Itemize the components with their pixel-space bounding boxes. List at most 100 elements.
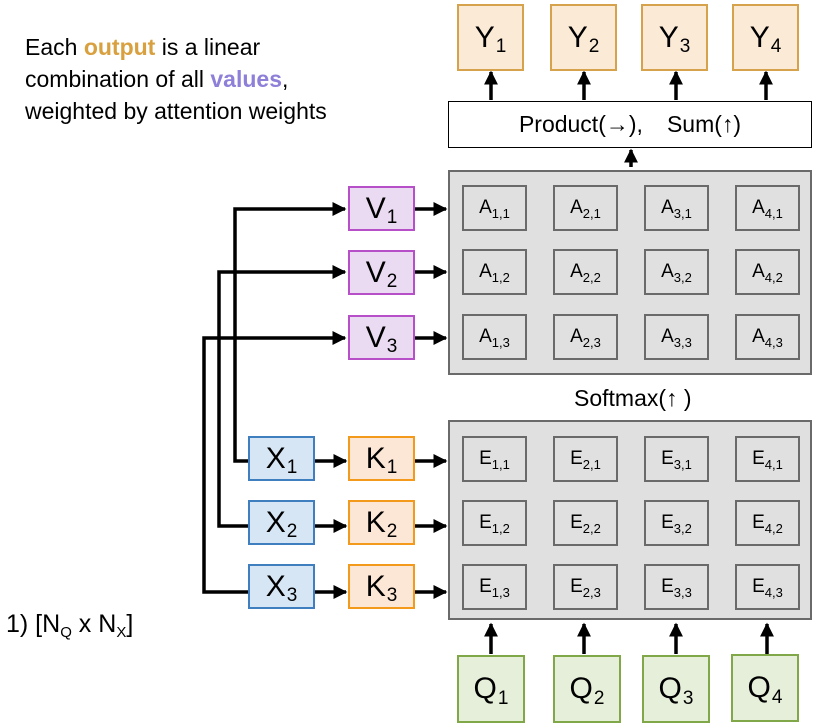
cell-symbol: E (479, 512, 492, 533)
cell-symbol: A (479, 326, 492, 347)
box-subscript: 3 (286, 585, 298, 606)
cell-symbol: A (752, 197, 765, 218)
caption-text-part: , (282, 66, 289, 92)
box-subscript: 1 (386, 207, 398, 228)
box-symbol: Q (658, 672, 682, 705)
cell-subscript: 1,2 (491, 520, 510, 536)
cell-symbol: E (752, 512, 765, 533)
wire-x1-to-v1 (233, 202, 347, 463)
cell-subscript: 1,2 (491, 269, 510, 285)
cell-symbol: A (479, 197, 492, 218)
caption-text: Each output is a linear combination of a… (25, 31, 327, 127)
cell-subscript: 1,3 (491, 334, 510, 350)
cell-symbol: A (570, 197, 583, 218)
box-subscript: 3 (679, 36, 691, 57)
highlight-values: values (210, 66, 282, 92)
box-subscript: 2 (386, 521, 398, 542)
box-symbol: Q (473, 672, 497, 705)
box-symbol: Q (747, 671, 771, 704)
box-symbol: X (265, 505, 286, 539)
cell-symbol: A (570, 326, 583, 347)
cell-subscript: 3,2 (673, 269, 692, 285)
box-subscript: 1 (495, 36, 507, 57)
cell-symbol: E (479, 448, 492, 469)
box-symbol: Y (749, 20, 770, 54)
cell-symbol: E (661, 512, 674, 533)
product-close: ), (628, 111, 643, 137)
shape-label: 1) [NQ x NX] (6, 609, 133, 648)
cell-symbol: A (752, 326, 765, 347)
softmax-text: Softmax( (574, 385, 667, 411)
cell-symbol: A (661, 197, 674, 218)
cell-subscript: 3,3 (673, 584, 692, 600)
box-symbol: V (365, 320, 386, 354)
shape-label-sub: X (116, 624, 127, 641)
shape-label-part: x N (71, 610, 117, 638)
box-subscript: 4 (770, 36, 782, 57)
box-subscript: 2 (286, 521, 298, 542)
cell-symbol: A (570, 261, 583, 282)
cell-subscript: 2,3 (582, 584, 601, 600)
box-subscript: 2 (593, 687, 605, 709)
right-arrow-icon: → (605, 111, 629, 137)
cell-subscript: 4,3 (764, 584, 783, 600)
box-symbol: X (265, 441, 286, 475)
up-arrow-icon: ↑ (666, 385, 678, 411)
cell-symbol: E (479, 576, 492, 597)
caption-text-part: weighted by attention weights (25, 98, 327, 124)
cell-symbol: E (661, 576, 674, 597)
cell-subscript: 4,1 (764, 456, 783, 472)
sum-close: ) (733, 111, 742, 137)
cell-symbol: A (752, 261, 765, 282)
box-subscript: 3 (386, 336, 398, 357)
sum-label: Sum( (666, 111, 722, 137)
box-symbol: V (365, 255, 386, 289)
box-subscript: 2 (386, 271, 398, 292)
cell-symbol: E (752, 448, 765, 469)
box-subscript: 1 (286, 457, 298, 478)
box-symbol: Y (474, 20, 495, 54)
box-symbol: K (365, 441, 386, 475)
cell-subscript: 3,3 (673, 334, 692, 350)
box-subscript: 1 (386, 457, 398, 478)
cell-symbol: E (570, 448, 583, 469)
cell-symbol: E (752, 576, 765, 597)
highlight-output: output (83, 34, 156, 60)
cell-subscript: 2,1 (582, 205, 601, 221)
cell-subscript: 2,3 (582, 334, 601, 350)
cell-symbol: E (570, 512, 583, 533)
